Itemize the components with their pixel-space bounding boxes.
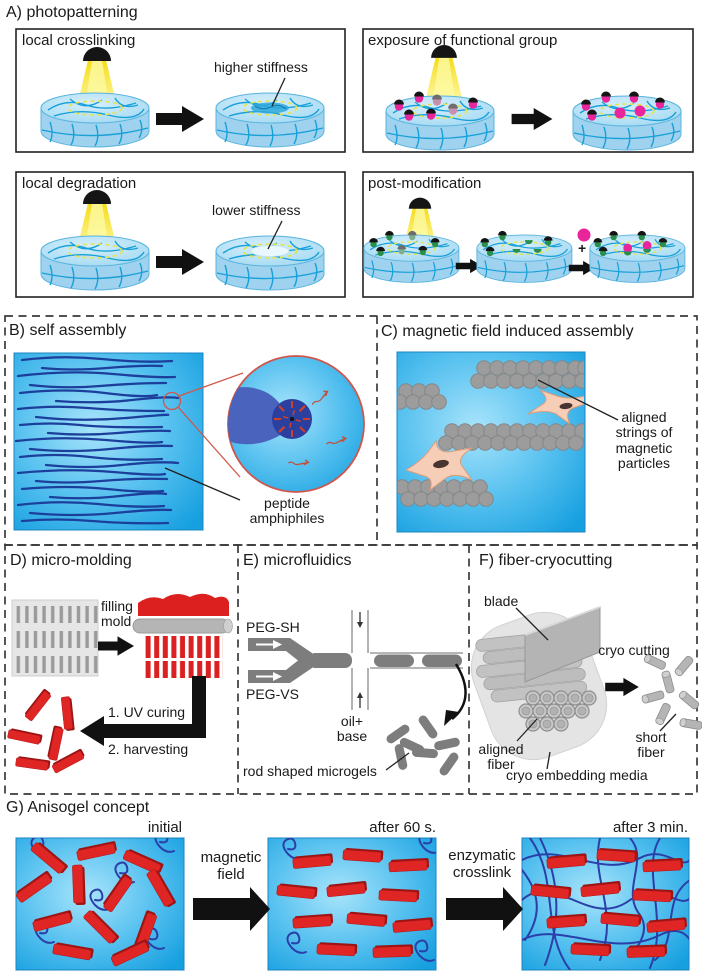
self-assembly-matrix bbox=[13, 352, 204, 531]
label-after-60s: after 60 s. bbox=[369, 819, 436, 836]
arrow-right-icon bbox=[511, 107, 553, 131]
peptide-fiber-cross-section bbox=[228, 387, 312, 445]
harvested-microgel-rods bbox=[7, 688, 87, 774]
rod-microgels-cluster bbox=[384, 713, 461, 778]
label-exposure-functional-group: exposure of functional group bbox=[368, 32, 558, 49]
label-peptide-amphiphiles: peptide amphiphiles bbox=[249, 495, 325, 527]
panel-c-title: C) magnetic field induced assembly bbox=[381, 323, 634, 340]
label-after-3min: after 3 min. bbox=[612, 819, 688, 836]
panel-g-title: G) Anisogel concept bbox=[6, 799, 150, 816]
arrow-right-icon bbox=[98, 636, 134, 656]
flow-arrow-icon bbox=[256, 643, 274, 678]
label-initial: initial bbox=[147, 819, 182, 836]
label-peg-sh: PEG-SH bbox=[246, 619, 300, 635]
label-lower-stiffness: lower stiffness bbox=[212, 202, 301, 218]
label-cryo-cutting: cryo cutting bbox=[598, 642, 670, 658]
hydrogel-disc-protected bbox=[363, 230, 460, 284]
panel-d-title: D) micro-molding bbox=[10, 552, 132, 569]
panel-f-graphics bbox=[470, 606, 702, 770]
panel-f-title: F) fiber-cryocutting bbox=[479, 552, 613, 569]
panel-g-graphics bbox=[15, 837, 690, 971]
hydrogel-disc bbox=[40, 235, 150, 291]
label-peg-vs: PEG-VS bbox=[246, 686, 299, 702]
label-cryo-embedding-media: cryo embedding media bbox=[506, 767, 648, 783]
panel-def-border bbox=[4, 544, 698, 795]
uv-lamp-icon bbox=[425, 45, 463, 100]
microgel-plug bbox=[422, 654, 462, 667]
panel-e-title: E) microfluidics bbox=[243, 552, 352, 569]
label-higher-stiffness: higher stiffness bbox=[214, 59, 308, 75]
label-aligned-fiber: aligned fiber bbox=[478, 741, 524, 773]
filled-mold bbox=[132, 593, 233, 678]
oil-phase-channel bbox=[351, 610, 463, 710]
arrow-right-icon bbox=[156, 249, 204, 275]
arrow-right-icon bbox=[446, 887, 523, 931]
label-harvesting: 2. harvesting bbox=[108, 741, 189, 757]
label-rod-shaped-microgels: rod shaped microgels bbox=[243, 763, 377, 779]
label-uv-curing: 1. UV curing bbox=[108, 704, 186, 720]
label-enzymatic-crosslink: enzymatic crosslink bbox=[448, 847, 516, 881]
hydrogel-disc-modified bbox=[589, 230, 686, 284]
aligned-peptide-fibers bbox=[15, 356, 180, 525]
panel-a-title: A) photopatterning bbox=[6, 4, 138, 21]
label-aligned-strings: aligned strings of magnetic particles bbox=[615, 409, 673, 472]
arrow-right-icon bbox=[156, 106, 204, 132]
hydrogel-disc bbox=[40, 92, 150, 148]
label-post-modification: post-modification bbox=[368, 175, 482, 192]
hydrogel-disc-stiffened bbox=[215, 92, 325, 148]
label-local-degradation: local degradation bbox=[22, 175, 137, 192]
panel-c-graphics bbox=[396, 351, 619, 533]
microgel-plug bbox=[374, 654, 414, 667]
panel-e-graphics bbox=[248, 610, 467, 778]
elbow-arrow-icon bbox=[80, 676, 206, 746]
cell-shape bbox=[404, 389, 584, 492]
label-blade: blade bbox=[484, 593, 519, 609]
label-magnetic-field: magnetic field bbox=[200, 849, 262, 883]
label-short-fiber: short fiber bbox=[635, 729, 667, 761]
crosslinked-network-rods bbox=[522, 838, 689, 970]
functional-molecule-icon bbox=[577, 228, 591, 242]
curved-arrow-icon bbox=[451, 663, 467, 720]
hydrogel-disc-deprotected bbox=[476, 230, 573, 284]
zoom-source-circle bbox=[162, 391, 182, 411]
plus-sign: + bbox=[578, 240, 587, 256]
panel-a-graphics bbox=[15, 28, 694, 298]
panel-b-title: B) self assembly bbox=[9, 322, 127, 339]
panel-b-graphics bbox=[13, 352, 365, 531]
panel-d-graphics bbox=[7, 593, 233, 774]
y-junction-channel bbox=[248, 638, 312, 683]
label-oil-base: oil+ base bbox=[336, 713, 368, 745]
hydrogel-disc-exposed-groups bbox=[572, 91, 682, 151]
label-filling-mold: filling mold bbox=[101, 598, 133, 630]
arrow-right-icon bbox=[193, 887, 270, 931]
label-local-crosslinking: local crosslinking bbox=[22, 32, 136, 49]
hydrogel-disc-caged-groups bbox=[385, 91, 495, 151]
arrow-right-icon bbox=[605, 677, 639, 697]
